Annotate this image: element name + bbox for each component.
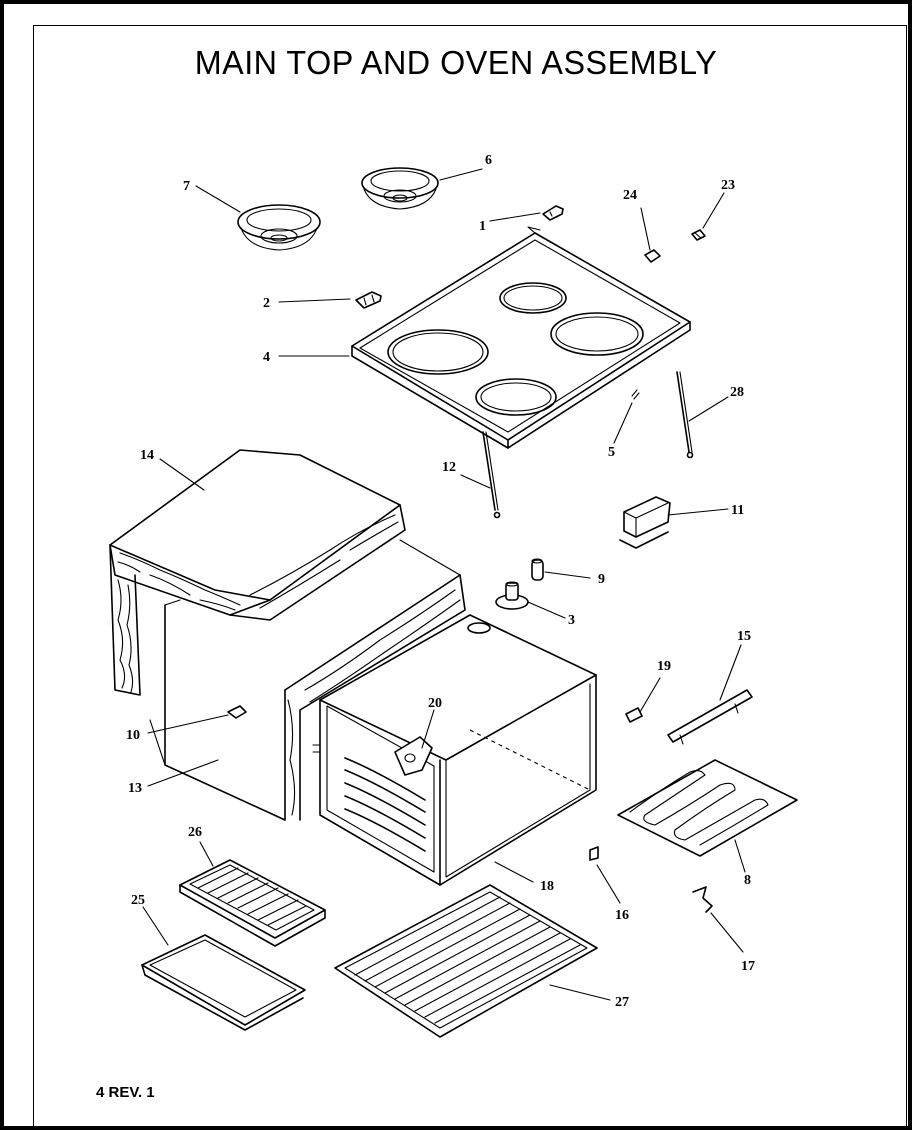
- part-19-clip: [625, 707, 643, 723]
- callout-19: 19: [657, 659, 671, 674]
- part-3-socket: [495, 581, 529, 610]
- callout-14: 14: [140, 448, 154, 463]
- callout-5: 5: [608, 445, 615, 460]
- callout-16: 16: [615, 908, 629, 923]
- callout-18: 18: [540, 879, 554, 894]
- page-edge-right: [908, 0, 912, 1130]
- callout-3: 3: [568, 613, 575, 628]
- part-4-main-top: [351, 226, 691, 449]
- part-27-oven-rack: [334, 884, 598, 1038]
- callout-12: 12: [442, 460, 456, 475]
- callout-11: 11: [731, 503, 744, 518]
- part-24-clip: [644, 249, 661, 263]
- part-13-side-insulation: [149, 539, 466, 821]
- part-20-vent: [394, 736, 433, 776]
- page-edge-bottom: [0, 1126, 912, 1130]
- callout-17: 17: [741, 959, 755, 974]
- part-16-clip: [589, 846, 599, 861]
- callout-25: 25: [131, 893, 145, 908]
- part-23-screw: [691, 229, 706, 241]
- leader-lines: [142, 168, 746, 1001]
- part-25-broiler-pan: [141, 934, 306, 1031]
- callout-13: 13: [128, 781, 142, 796]
- revision-label: 4 REV. 1: [96, 1084, 155, 1101]
- part-26-broiler-grid: [179, 859, 326, 947]
- diagram-border: [33, 25, 907, 1127]
- callout-8: 8: [744, 873, 751, 888]
- part-14-top-insulation: [109, 449, 406, 696]
- part-6-drip-bowl: [361, 167, 439, 210]
- callout-26: 26: [188, 825, 202, 840]
- part-12-rod: [482, 431, 501, 519]
- callout-1: 1: [479, 219, 486, 234]
- part-11-bracket: [619, 496, 671, 549]
- callout-labels: 7 6 1 2 4 24 23 28 5 12 14 11 9 3 15 19 …: [126, 153, 755, 1010]
- part-8-bake-element: [617, 759, 798, 857]
- page-edge-left: [0, 0, 4, 1130]
- callout-23: 23: [721, 178, 735, 193]
- callout-15: 15: [737, 629, 751, 644]
- callout-27: 27: [615, 995, 629, 1010]
- part-5-screw: [631, 389, 640, 400]
- callout-24: 24: [623, 188, 637, 203]
- callout-10: 10: [126, 728, 140, 743]
- callout-20: 20: [428, 696, 442, 711]
- part-15-rail: [667, 689, 753, 745]
- page-edge-top: [0, 0, 912, 4]
- callout-28: 28: [730, 385, 744, 400]
- callout-9: 9: [598, 572, 605, 587]
- part-28-rod: [676, 371, 694, 459]
- part-1-bracket: [542, 205, 564, 221]
- callout-2: 2: [263, 296, 270, 311]
- part-17-clip: [692, 886, 713, 913]
- part-10-clip: [227, 705, 247, 719]
- callout-7: 7: [183, 179, 190, 194]
- part-7-drip-bowl: [237, 204, 321, 251]
- callout-6: 6: [485, 153, 492, 168]
- callout-4: 4: [263, 350, 270, 365]
- page-title: MAIN TOP AND OVEN ASSEMBLY: [194, 44, 718, 81]
- part-9-cylinder: [531, 558, 544, 581]
- part-2-bracket: [355, 291, 382, 309]
- part-18-oven-liner: [312, 614, 597, 886]
